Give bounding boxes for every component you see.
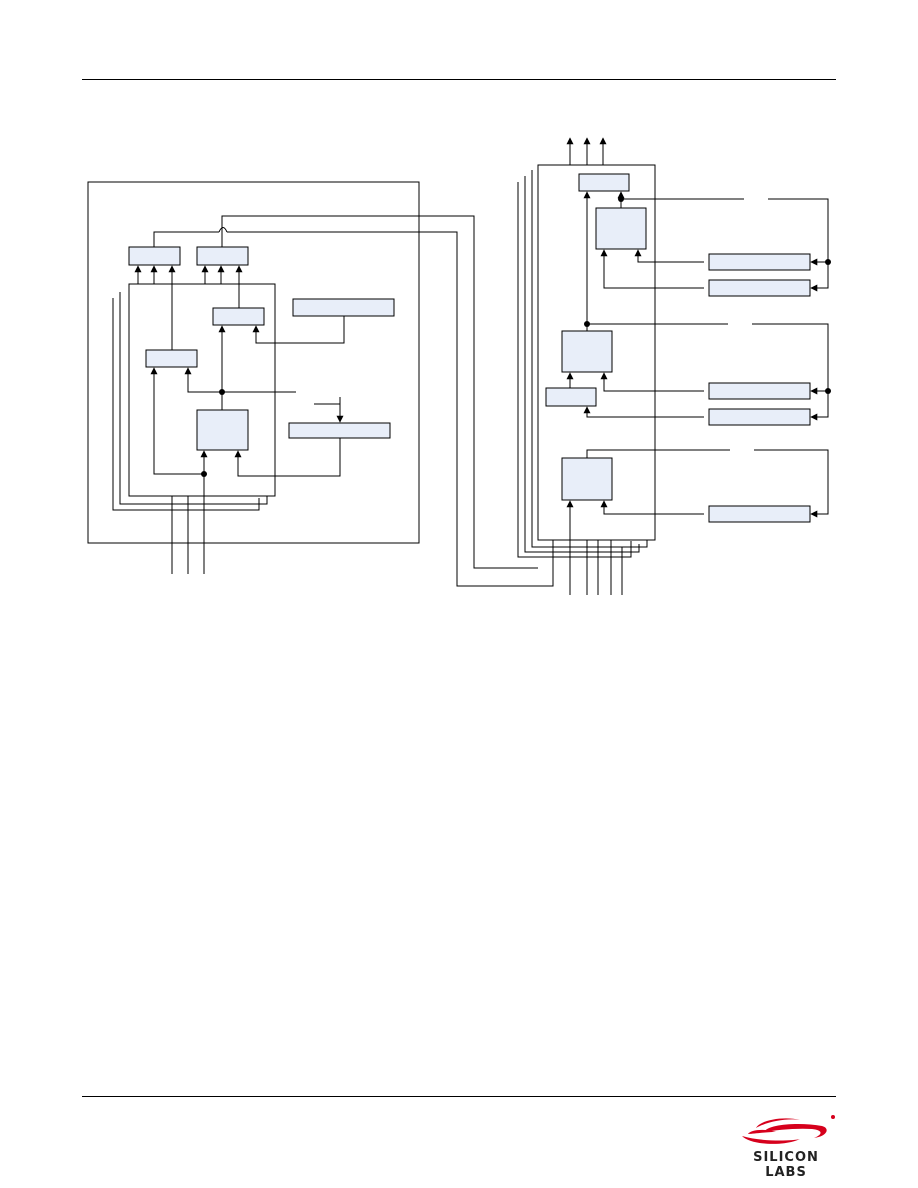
right-external-bar-4 — [708, 408, 811, 426]
right-stack-plane-3 — [524, 176, 640, 553]
block-diagram — [87, 137, 831, 595]
header-rule — [82, 79, 836, 80]
right-block-2 — [561, 330, 613, 373]
right-external-bar-1 — [708, 253, 811, 271]
right-stack-plane-2 — [531, 170, 648, 548]
left-outer-frame — [87, 181, 420, 544]
logo-text: SILICON LABS — [753, 1150, 819, 1180]
right-external-bar-5 — [708, 505, 811, 523]
silicon-labs-logo: SILICON LABS — [734, 1112, 838, 1180]
left-block-mid — [145, 349, 198, 368]
right-top-register — [578, 173, 630, 192]
silicon-labs-logo-icon — [742, 1115, 835, 1144]
right-stack-plane-4 — [517, 182, 632, 558]
right-block-1 — [595, 207, 647, 250]
footer-rule — [82, 1096, 836, 1097]
left-output-register-1 — [128, 246, 181, 266]
left-external-block-2 — [288, 422, 391, 439]
left-block-upper — [212, 307, 265, 326]
left-output-register-2 — [196, 246, 249, 266]
left-stack-plane-2 — [119, 292, 268, 505]
left-block-core — [196, 409, 249, 451]
left-external-block-1 — [292, 298, 395, 317]
right-block-3 — [545, 387, 597, 407]
right-external-bar-3 — [708, 382, 811, 400]
right-block-4 — [561, 457, 613, 501]
right-external-bar-2 — [708, 279, 811, 297]
